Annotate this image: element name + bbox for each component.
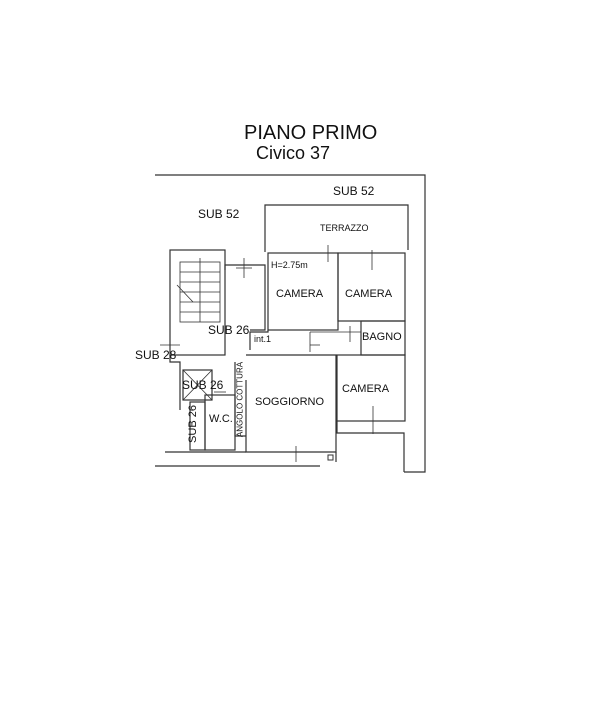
label-camera-2: CAMERA — [345, 288, 393, 300]
label-bagno: BAGNO — [362, 331, 402, 343]
label-sub52-right: SUB 52 — [333, 184, 375, 198]
terrazzo-outline — [264, 204, 409, 252]
label-terrazzo: TERRAZZO — [320, 223, 369, 233]
label-sub26-top: SUB 26 — [208, 323, 250, 337]
label-camera-1: CAMERA — [276, 288, 324, 300]
label-sub26-lift: SUB 26 — [182, 378, 224, 392]
page-title: PIANO PRIMO — [244, 122, 378, 144]
label-height: H=2.75m — [271, 260, 308, 270]
lower-right-walls — [336, 421, 405, 472]
label-int: int.1 — [254, 334, 272, 344]
opening-markers — [160, 245, 374, 462]
label-camera-3: CAMERA — [342, 383, 390, 395]
corridor-wall — [249, 330, 269, 350]
lift-box — [182, 369, 213, 401]
stairs-icon — [176, 258, 220, 322]
label-angolo-cottura: ANGOLO COTTURA — [235, 361, 245, 438]
label-soggiorno: SOGGIORNO — [255, 396, 325, 408]
camera-room-2 — [337, 252, 406, 322]
kitchen-wall — [234, 362, 246, 437]
landing-walls — [224, 264, 266, 331]
label-sub26-vertical: SUB 26 — [186, 405, 199, 443]
column — [327, 454, 334, 461]
stair-block — [169, 249, 226, 356]
property-boundary — [155, 174, 426, 473]
label-sub52-left: SUB 52 — [198, 207, 240, 221]
hall-walls — [169, 355, 181, 410]
lift-cross — [182, 369, 213, 401]
page-subtitle: Civico 37 — [256, 143, 331, 163]
label-sub28: SUB 28 — [135, 348, 177, 362]
label-wc: W.C. — [209, 413, 233, 425]
camera-room-3 — [336, 354, 406, 422]
